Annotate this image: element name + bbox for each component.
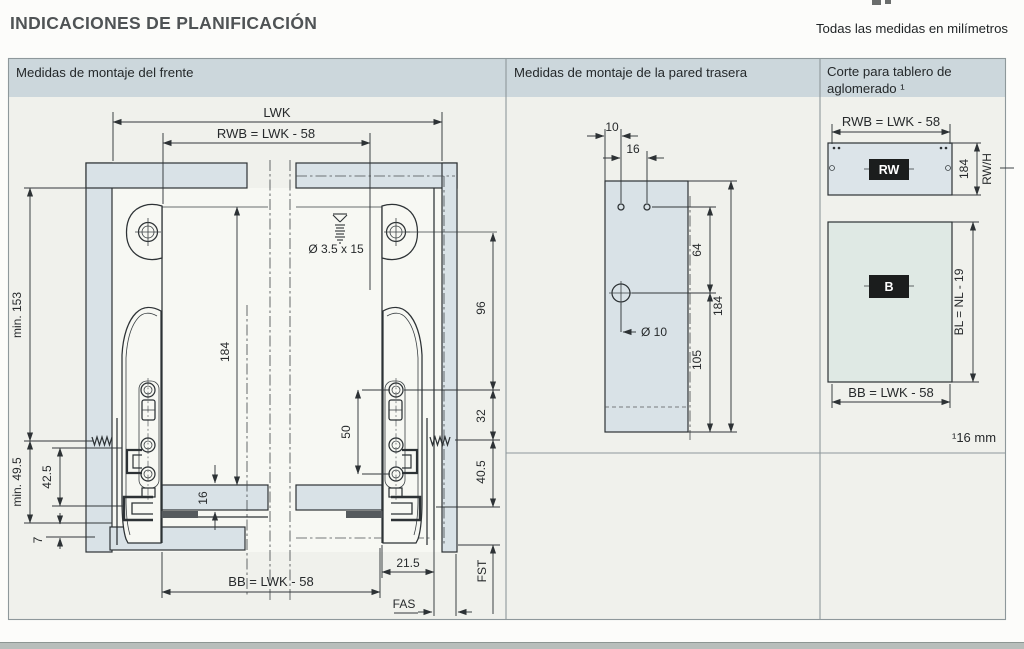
header-board-line2: aglomerado ¹	[827, 81, 905, 97]
header-front-panel: Medidas de montaje del frente	[16, 65, 194, 80]
scan-mark	[885, 0, 891, 4]
page-title: INDICACIONES DE PLANIFICACIÓN	[10, 13, 318, 33]
header-board-line1: Corte para tablero de	[827, 64, 952, 79]
panel-content-background	[9, 97, 1005, 619]
bottom-separator-band	[0, 642, 1024, 649]
header-board-panel: Corte para tablero de aglomerado ¹	[827, 63, 999, 98]
units-note: Todas las medidas en milímetros	[815, 21, 1008, 36]
header-rear-panel: Medidas de montaje de la pared trasera	[514, 65, 748, 80]
scan-mark	[872, 0, 881, 5]
